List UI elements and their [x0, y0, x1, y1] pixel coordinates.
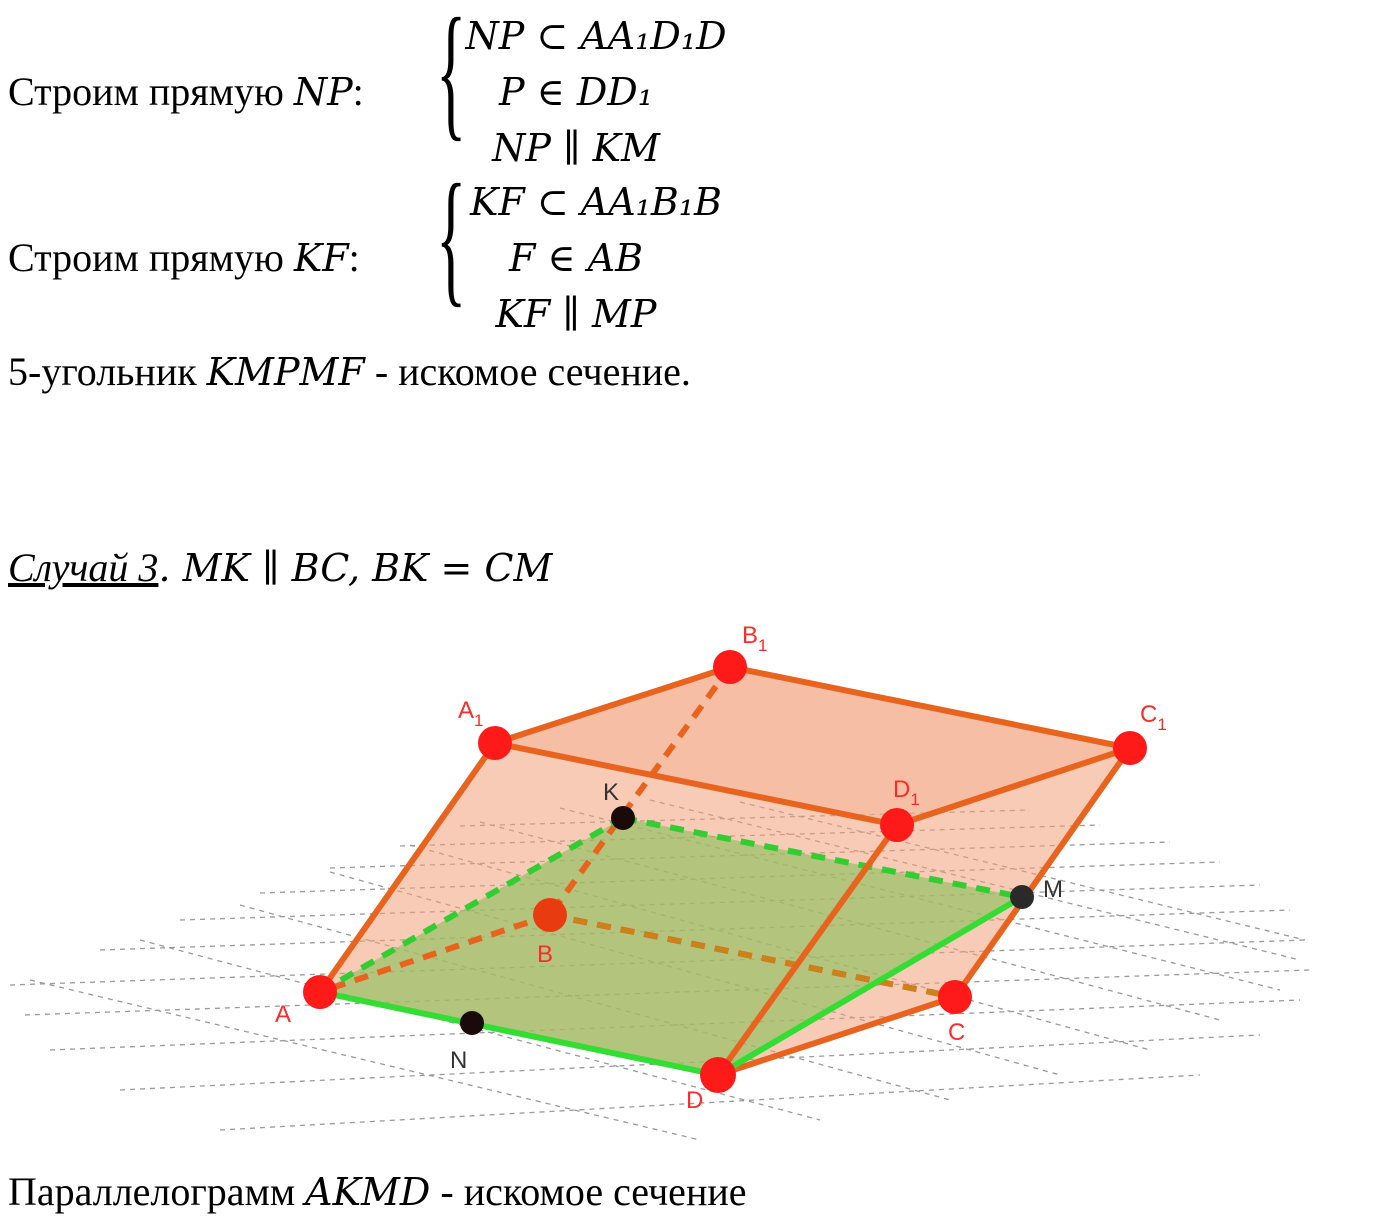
label-c: C: [948, 1019, 965, 1046]
left-brace: {: [436, 0, 467, 154]
conclusion-suffix: - искомое сечение.: [364, 349, 691, 394]
label-b: B: [537, 941, 553, 968]
point-m: [1010, 885, 1034, 909]
conclusion-prefix: Параллелограмм: [8, 1169, 306, 1214]
vertex-a1: [478, 726, 512, 760]
section-var: KMPMF: [206, 350, 365, 394]
vertices: [303, 650, 1147, 1093]
construct-kf-line: Строим прямую KF:: [8, 238, 360, 278]
vertex-labels: A B C D A1 B1 C1 D1 K M N: [275, 622, 1167, 1114]
point-n: [460, 1011, 484, 1035]
system-row: NP ⊂ AA₁D₁D: [465, 14, 727, 58]
point-k: [611, 806, 635, 830]
construct-np-line: Строим прямую NP:: [8, 72, 364, 112]
top-face: [495, 667, 1130, 825]
section-var: AKMD: [305, 1170, 431, 1214]
conclusion-parallelogram: Параллелограмм AKMD - искомое сечение: [8, 1172, 747, 1212]
case-label: Случай 3: [8, 545, 159, 590]
colon: :: [348, 235, 360, 280]
line-var: NP: [293, 70, 353, 114]
label-n: N: [450, 1047, 467, 1074]
system-row: F ∈ AB: [508, 236, 644, 280]
left-brace: {: [436, 154, 467, 320]
construct-label: Строим прямую: [8, 69, 294, 114]
line-var: KF: [293, 236, 349, 280]
vertex-c1: [1113, 731, 1147, 765]
section-visible-edges: [319, 894, 1024, 1078]
vertex-b1: [713, 650, 747, 684]
label-c1: C1: [1140, 701, 1167, 734]
conclusion-prefix: 5-угольник: [8, 349, 207, 394]
system-row: KF ⊂ AA₁B₁B: [470, 180, 722, 224]
vertex-d: [700, 1057, 736, 1093]
construct-label: Строим прямую: [8, 235, 294, 280]
vertex-a: [303, 975, 337, 1009]
vertex-c: [938, 980, 972, 1014]
system-row: KF ∥ MP: [495, 292, 657, 336]
case-3-heading: Случай 3. MK ∥ BC, BK = CM: [8, 548, 552, 588]
system-row: P ∈ DD₁: [498, 70, 654, 114]
vertex-b: [533, 898, 567, 932]
visible-edges: [317, 664, 1133, 1078]
label-a1: A1: [458, 697, 483, 730]
section-hidden-edges: [318, 815, 1023, 995]
label-m: M: [1043, 876, 1063, 903]
label-k: K: [603, 779, 619, 806]
case-condition: . MK ∥ BC, BK = CM: [158, 546, 553, 590]
colon: :: [352, 69, 364, 114]
section-akmd: [320, 818, 1022, 1075]
vertex-d1: [880, 808, 914, 842]
system-row: NP ∥ KM: [492, 126, 660, 170]
conclusion-pentagon: 5-угольник KMPMF - искомое сечение.: [8, 352, 691, 392]
label-d: D: [686, 1087, 703, 1114]
label-a: A: [275, 1001, 291, 1028]
hidden-edges-dark: [549, 912, 956, 1000]
label-b1: B1: [742, 622, 767, 655]
conclusion-suffix: - искомое сечение: [430, 1169, 747, 1214]
